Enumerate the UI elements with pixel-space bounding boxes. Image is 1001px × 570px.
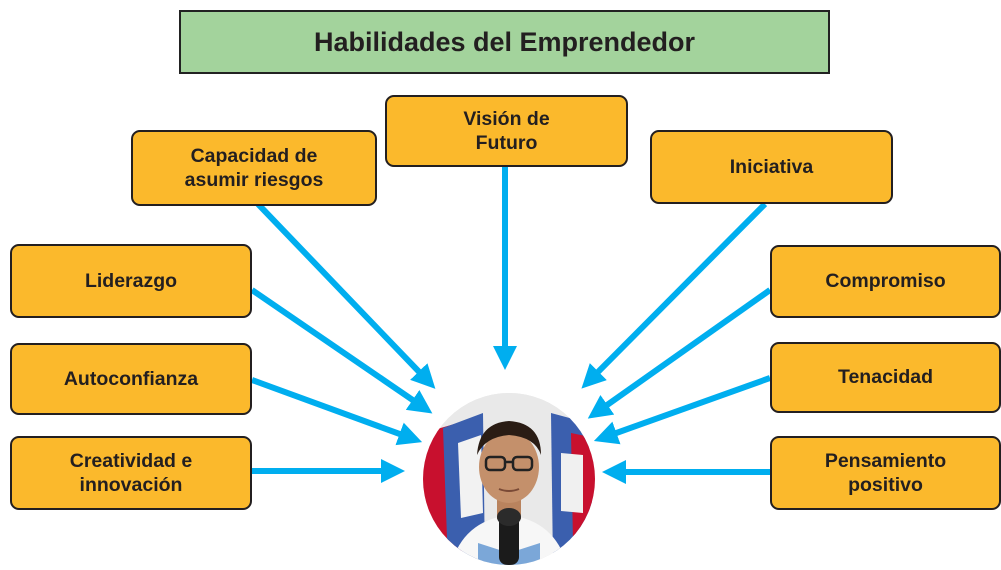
arrow-autoconfianza — [250, 377, 423, 446]
skill-iniciativa: Iniciativa — [650, 130, 893, 204]
arrow-liderazgo — [250, 287, 433, 414]
skill-autoconfianza: Autoconfianza — [10, 343, 252, 415]
arrow-riesgos — [255, 201, 436, 389]
arrow-compromiso — [587, 287, 772, 419]
skill-riesgos: Capacidad de asumir riesgos — [131, 130, 377, 206]
diagram-title: Habilidades del Emprendedor — [179, 10, 830, 74]
skill-creatividad: Creatividad e innovación — [10, 436, 252, 510]
arrow-iniciativa — [581, 201, 768, 389]
arrow-tenacidad — [593, 375, 772, 445]
skill-vision: Visión de Futuro — [385, 95, 628, 167]
skill-liderazgo: Liderazgo — [10, 244, 252, 318]
skill-compromiso: Compromiso — [770, 245, 1001, 318]
skill-pensamiento: Pensamiento positivo — [770, 436, 1001, 510]
entrepreneur-photo — [423, 393, 595, 565]
skill-tenacidad: Tenacidad — [770, 342, 1001, 413]
